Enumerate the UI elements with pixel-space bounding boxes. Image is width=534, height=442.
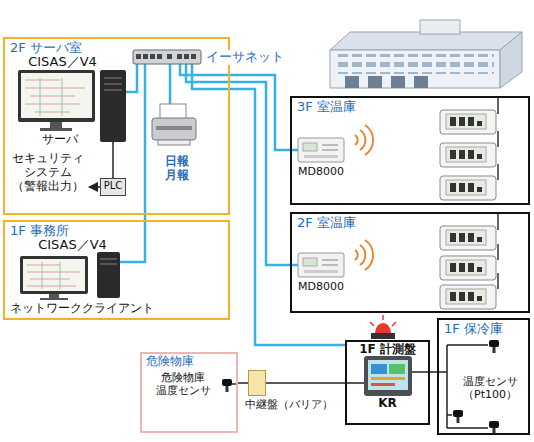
server-computer	[18, 70, 126, 142]
label-slot: 危険物庫 温度センサ	[144, 372, 222, 397]
software-label: CISAS／V4	[35, 238, 110, 253]
sensor-wiring	[232, 345, 488, 428]
report-label: 日報 月報	[160, 155, 194, 183]
ethernet-connector	[229, 75, 291, 150]
node-text: KR	[347, 397, 428, 411]
node-heading: PLC	[101, 180, 125, 192]
network-switch	[133, 50, 201, 64]
label-slot: セキュリティ システム （警報出力）	[8, 152, 88, 193]
node-heading: 中継盤（バリア）	[245, 399, 340, 412]
client-computer	[20, 252, 120, 300]
kr-recorder	[364, 356, 412, 396]
room-box: 3F 室温庫	[290, 96, 530, 205]
plc-box: PLC	[100, 178, 126, 196]
network-label: イーサネット	[204, 50, 286, 65]
panel-box: 1F 計測盤 KR	[345, 340, 430, 425]
room-box: 2F 室温庫	[290, 212, 530, 313]
label-slot: MD8000	[286, 281, 356, 294]
device-label: サーバ	[30, 133, 90, 147]
sensor-label: 危険物庫 温度センサ	[144, 372, 222, 397]
label-slot: CISAS／V4	[35, 238, 110, 253]
node-heading: 2F 室温庫	[297, 216, 528, 231]
model-label: MD8000	[286, 281, 356, 294]
warning-beacon	[370, 315, 396, 339]
printer	[152, 104, 196, 145]
software-label: CISAS／V4	[25, 55, 100, 70]
relay-box: 中継盤（バリア）	[248, 370, 266, 396]
label-slot: ネットワーククライアント	[10, 302, 154, 316]
ethernet-connector	[229, 82, 291, 265]
device-label: ネットワーククライアント	[10, 302, 154, 316]
node-heading: 危険物庫	[146, 355, 236, 369]
label-slot: イーサネット	[204, 50, 286, 65]
node-heading: 3F 室温庫	[297, 100, 528, 115]
node-heading: 1F 保冷庫	[444, 322, 528, 337]
ethernet-connector	[265, 382, 346, 384]
label-slot: MD8000	[286, 166, 356, 179]
label-slot: 日報 月報	[160, 155, 194, 183]
label-slot: サーバ	[30, 133, 90, 147]
system-label: セキュリティ システム （警報出力）	[8, 152, 88, 193]
node-heading: 2F サーバ室	[10, 41, 228, 56]
label-slot: 温度センサ （Pt100）	[452, 376, 528, 401]
label-slot: CISAS／V4	[25, 55, 100, 70]
temperature-probe	[222, 340, 499, 434]
model-label: MD8000	[286, 166, 356, 179]
ethernet-wiring	[120, 64, 298, 265]
sensor-label: 温度センサ （Pt100）	[452, 376, 528, 401]
node-heading: 1F 事務所	[10, 224, 228, 239]
node-heading: 1F 計測盤	[347, 343, 428, 357]
warehouse-illustration	[330, 20, 522, 88]
